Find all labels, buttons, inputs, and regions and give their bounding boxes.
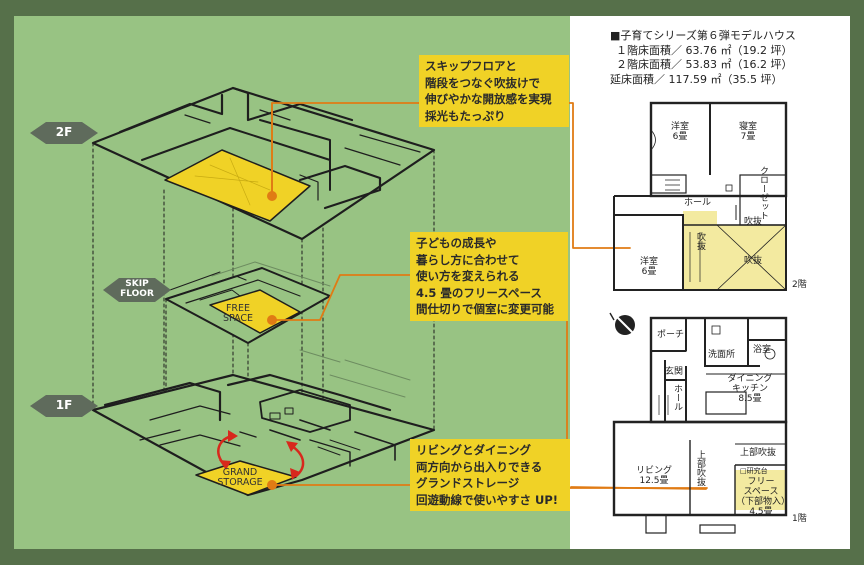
note-atrium-line: 階段をつなぐ吹抜けで xyxy=(425,75,540,90)
note-grand-storage-line: 回遊動線で使いやすさ UP! xyxy=(416,492,559,507)
note-free-space-line: 4.5 畳のフリースペース xyxy=(416,285,542,300)
info-line: 延床面積／ 117.59 ㎡（35.5 坪） xyxy=(610,72,783,86)
room-size: 8.5畳 xyxy=(738,394,762,404)
label-skip-floor-line1: SKIP xyxy=(125,279,149,289)
grand-storage-label-line2: STORAGE xyxy=(217,477,263,488)
floor-label-1f: 1階 xyxy=(792,514,807,524)
room-living: リビング 12.5畳 xyxy=(634,466,674,486)
room-bath: 浴室 xyxy=(753,345,772,355)
note-atrium-line: 伸びやかな開放感を実現 xyxy=(425,92,552,107)
room-name: リビング xyxy=(635,466,672,476)
pin-2f-void xyxy=(267,191,277,201)
room-void-upper: 吹抜 xyxy=(744,217,763,227)
room-void-lower: 吹抜 xyxy=(744,256,763,266)
model-house-info: ■子育てシリーズ第６弾モデルハウス １階床面積／ 63.76 ㎡（19.2 坪）… xyxy=(610,29,796,87)
badge-skip-floor xyxy=(103,278,171,302)
floor-1f xyxy=(91,349,436,497)
label-skip-floor: SKIP FLOOR xyxy=(112,279,162,299)
room-size: 7畳 xyxy=(740,132,756,142)
room-upper-void: 上部吹抜 xyxy=(740,448,777,458)
room-name: ダイニング xyxy=(727,374,773,384)
room-size: 12.5畳 xyxy=(639,476,669,486)
label-1f: 1F xyxy=(55,398,73,412)
room-porch: ポーチ xyxy=(657,330,685,340)
room-desk: □研究台 xyxy=(740,467,768,475)
info-title: ■子育てシリーズ第６弾モデルハウス xyxy=(610,29,796,42)
note-grand-storage: リビングとダイニング 両方向から出入りできる グランドストレージ 回遊動線で使い… xyxy=(410,439,570,512)
grand-storage-label: GRAND STORAGE xyxy=(208,468,272,488)
circulation-arrows xyxy=(217,430,305,480)
note-grand-storage-line: グランドストレージ xyxy=(416,476,520,491)
info-line: ２階床面積／ 53.83 ㎡（16.2 坪） xyxy=(616,58,793,71)
free-space-label: FREE SPACE xyxy=(210,304,266,324)
note-free-space-line: 暮らし方に合わせて xyxy=(416,252,520,267)
pin-free-space xyxy=(267,315,277,325)
room-washroom: 洗面所 xyxy=(708,350,736,360)
room-name: キッチン xyxy=(731,384,768,394)
free-space-label-line2: SPACE xyxy=(222,313,254,324)
note-atrium: スキップフロアと 階段をつなぐ吹抜けで 伸びやかな開放感を実現 採光もたっぷり xyxy=(419,55,569,128)
room-upper-void-vertical: 上部吹抜 xyxy=(695,450,705,486)
free-space-label-line1: FREE xyxy=(225,303,251,314)
info-line: １階床面積／ 63.76 ㎡（19.2 坪） xyxy=(616,43,793,57)
note-free-space-line: 間仕切りで個室に変更可能 xyxy=(416,302,554,317)
note-atrium-line: スキップフロアと xyxy=(425,59,517,73)
room-hall-1f: ホール xyxy=(672,384,682,411)
room-western-1: 洋室 6畳 xyxy=(665,122,695,142)
floor-label-2f: 2階 xyxy=(792,280,807,290)
room-name: フリー xyxy=(747,477,775,487)
room-name: 洋室 xyxy=(639,257,658,267)
room-hall-2f: ホール xyxy=(684,198,712,208)
floorplan-2f xyxy=(613,101,788,291)
grand-storage-label-line1: GRAND xyxy=(222,467,258,478)
badge-1f xyxy=(30,395,98,417)
room-bedroom: 寝室 7畳 xyxy=(733,122,763,142)
room-note: （下部物入） xyxy=(736,497,791,507)
room-name: 寝室 xyxy=(738,122,757,132)
north-compass-icon xyxy=(609,312,635,335)
floor-2f xyxy=(91,86,436,241)
label-skip-floor-line2: FLOOR xyxy=(120,289,154,299)
room-void-stair: 吹抜 xyxy=(695,232,705,250)
room-size: 6畳 xyxy=(672,132,688,142)
note-free-space-line: 使い方を変えられる xyxy=(416,269,520,284)
pin-grand-storage xyxy=(267,480,277,490)
room-dining-kitchen: ダイニング キッチン 8.5畳 xyxy=(722,374,778,404)
note-free-space: 子どもの成長や 暮らし方に合わせて 使い方を変えられる 4.5 畳のフリースペー… xyxy=(410,232,568,321)
room-free-space: フリー スペース （下部物入） 4.5畳 xyxy=(736,477,791,517)
room-size: 4.5畳 xyxy=(749,507,773,517)
room-name: 洋室 xyxy=(670,122,689,132)
room-closet: クローゼット xyxy=(758,166,768,220)
note-grand-storage-line: リビングとダイニング xyxy=(416,443,531,457)
label-2f: 2F xyxy=(55,125,73,139)
badge-2f xyxy=(30,122,98,144)
note-free-space-line: 子どもの成長や xyxy=(416,236,497,250)
room-western-2: 洋室 6畳 xyxy=(634,257,664,277)
floorplan-1f xyxy=(612,316,788,534)
room-size: 6畳 xyxy=(641,267,657,277)
room-entrance: 玄関 xyxy=(665,367,684,377)
note-atrium-line: 採光もたっぷり xyxy=(425,108,506,123)
note-grand-storage-line: 両方向から出入りできる xyxy=(416,459,543,474)
room-name: スペース xyxy=(743,487,779,497)
